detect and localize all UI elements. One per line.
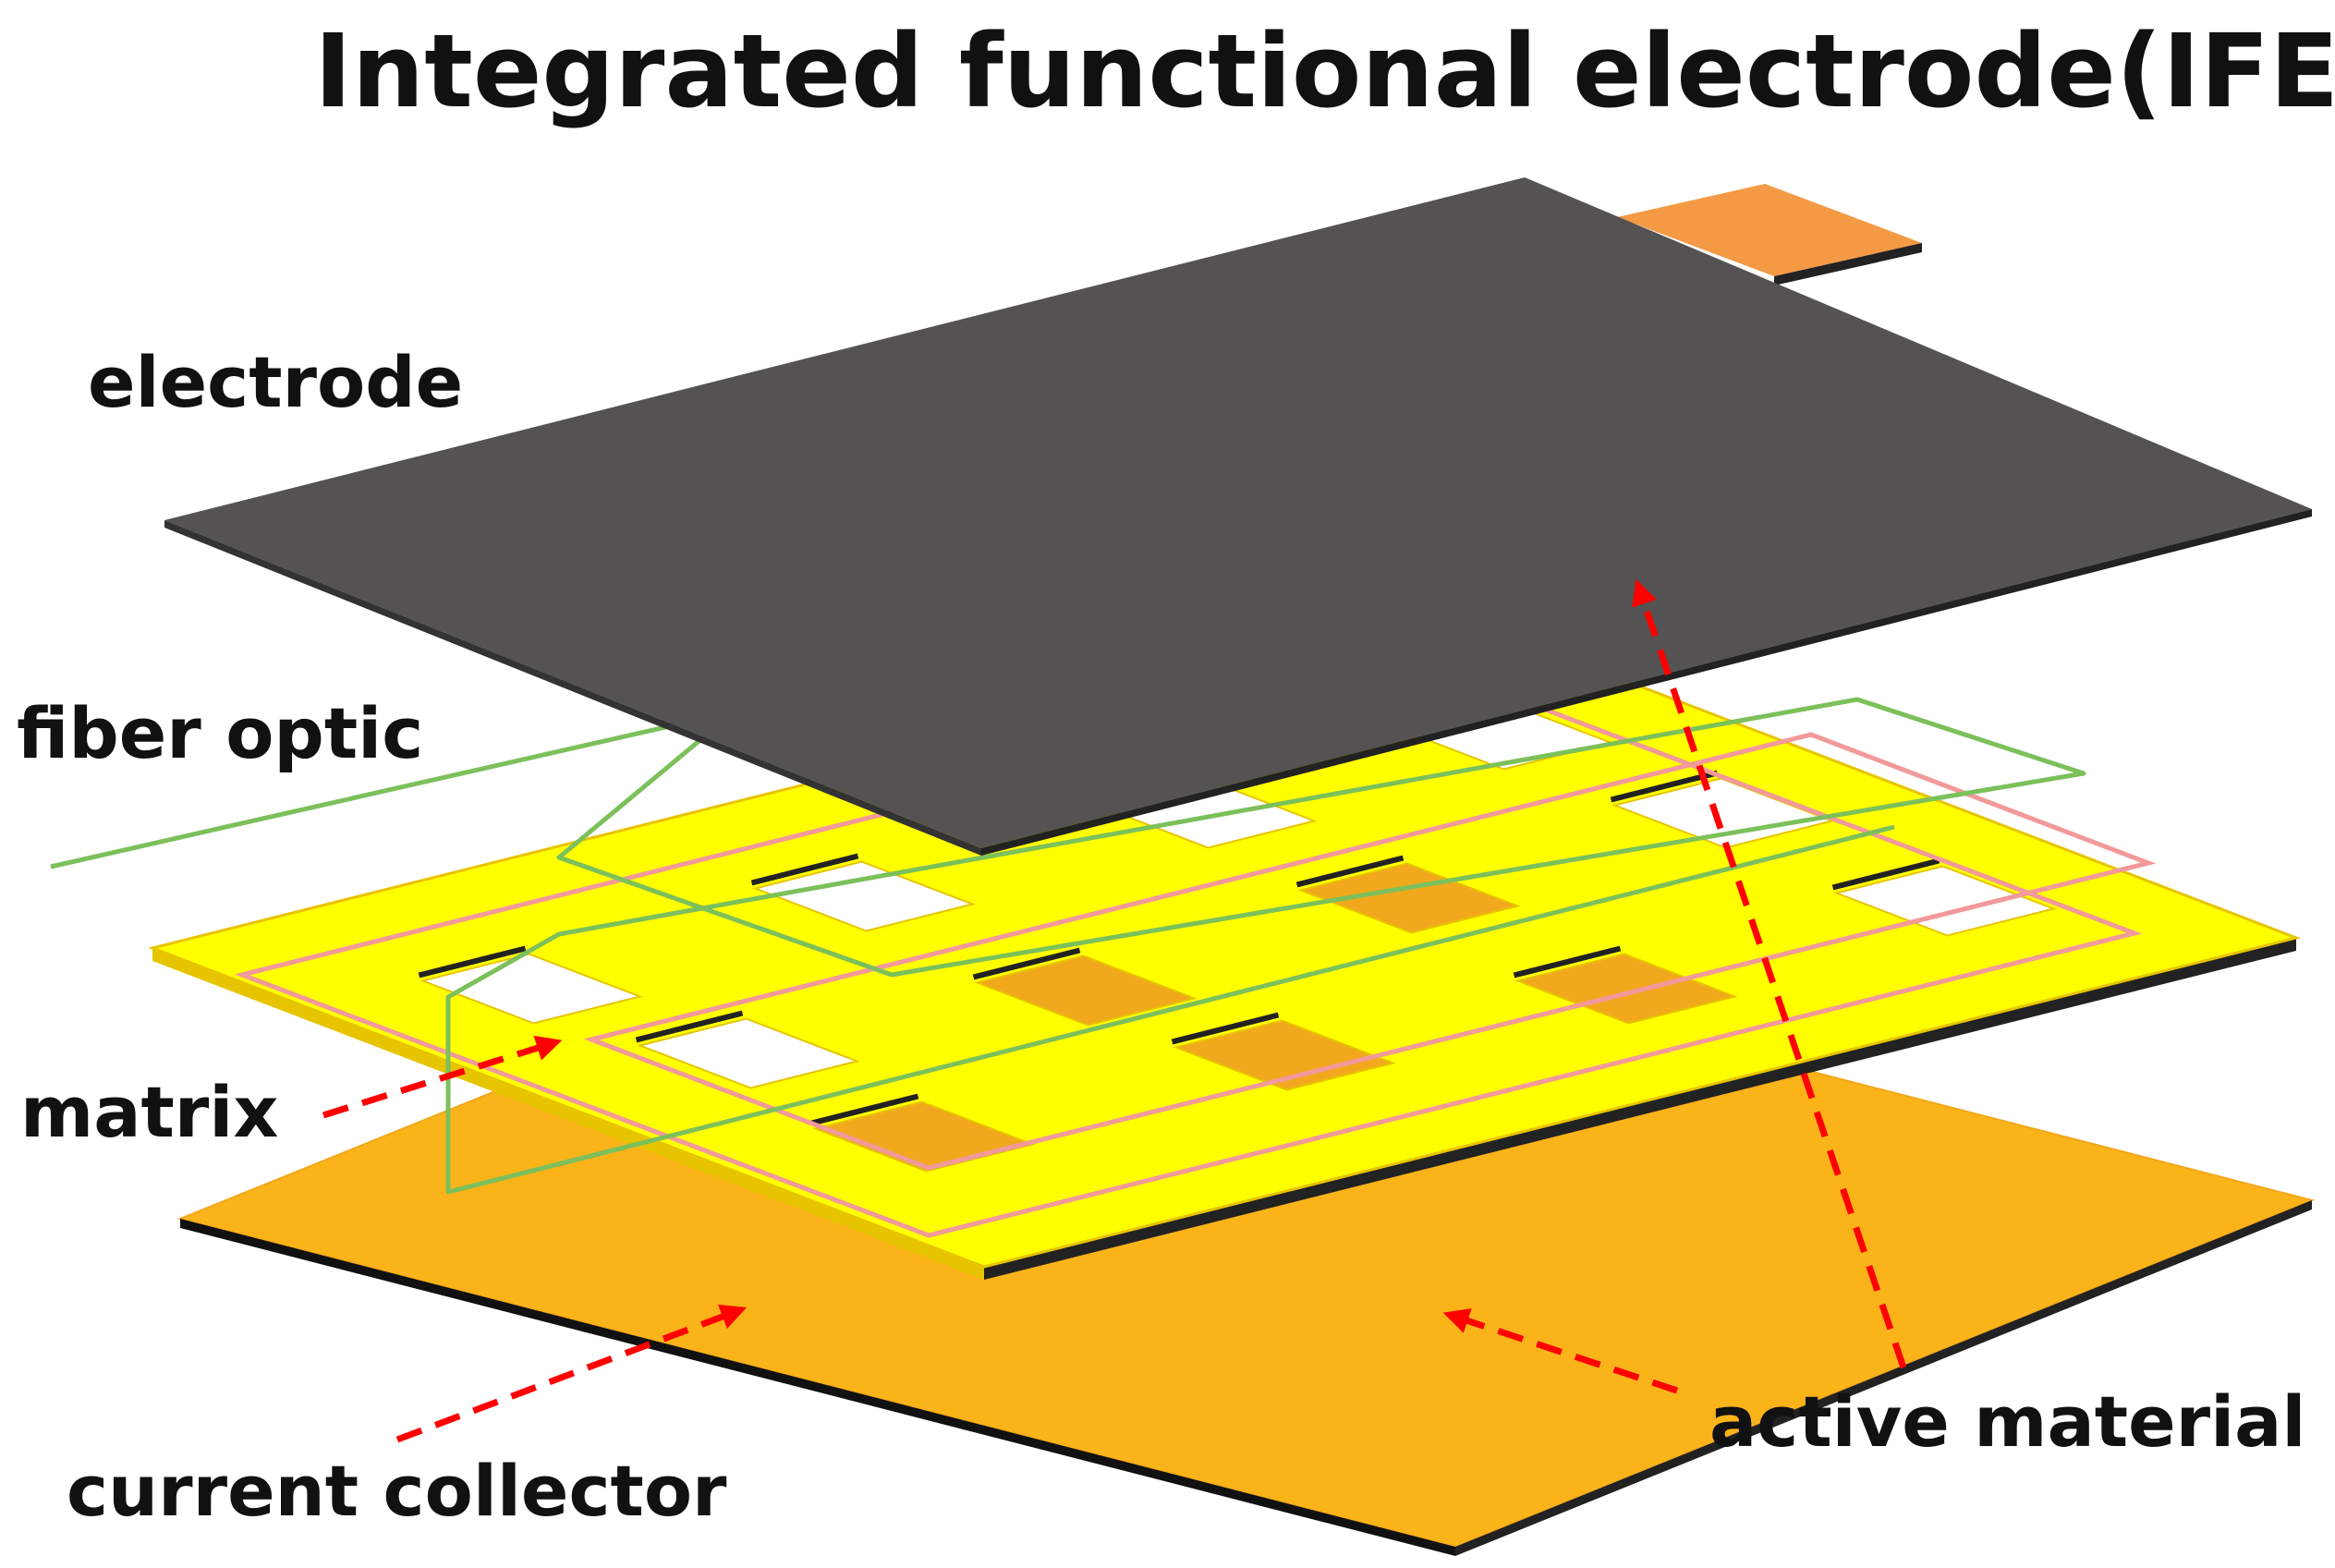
matrix-window (1297, 862, 1521, 934)
matrix-window (1514, 953, 1738, 1025)
pointer-arrows (322, 578, 1907, 1443)
diagram-title: Integrated functional electrode(IFE) (314, 12, 2335, 130)
matrix-window (974, 954, 1198, 1027)
current-collector-label: current collector (67, 1450, 727, 1532)
window-slit (418, 945, 527, 978)
electrode-layer (164, 177, 2312, 856)
window-slit (1610, 770, 1719, 803)
window-slit (1295, 855, 1405, 888)
window-slit (1171, 1012, 1280, 1045)
current-collector-arrow (395, 1304, 748, 1443)
matrix-window (420, 953, 643, 1025)
electrode-label: electrode (88, 341, 463, 423)
matrix-layer (148, 617, 2301, 1280)
window-slit (810, 1093, 919, 1126)
fiber-optic (50, 697, 2086, 1195)
active-material-label: active material (1709, 1380, 2305, 1463)
window-slit (972, 947, 1081, 980)
window-slit (635, 1010, 744, 1043)
matrix-window (637, 1017, 860, 1089)
fiber-optic-label: fiber optic (17, 692, 423, 774)
window-slit (1831, 857, 1940, 891)
window-slit (750, 853, 859, 886)
electrode-tab (1617, 184, 1922, 276)
window-slit (1513, 945, 1622, 978)
matrix-window (1611, 777, 1835, 849)
matrix-label: matrix (20, 1071, 278, 1153)
matrix-window (752, 860, 976, 932)
inner-trace (583, 732, 2157, 1171)
fiber-optic-line (50, 697, 2086, 1195)
active-material-arrow-1 (1632, 578, 1907, 1369)
matrix-window (1173, 1019, 1396, 1091)
